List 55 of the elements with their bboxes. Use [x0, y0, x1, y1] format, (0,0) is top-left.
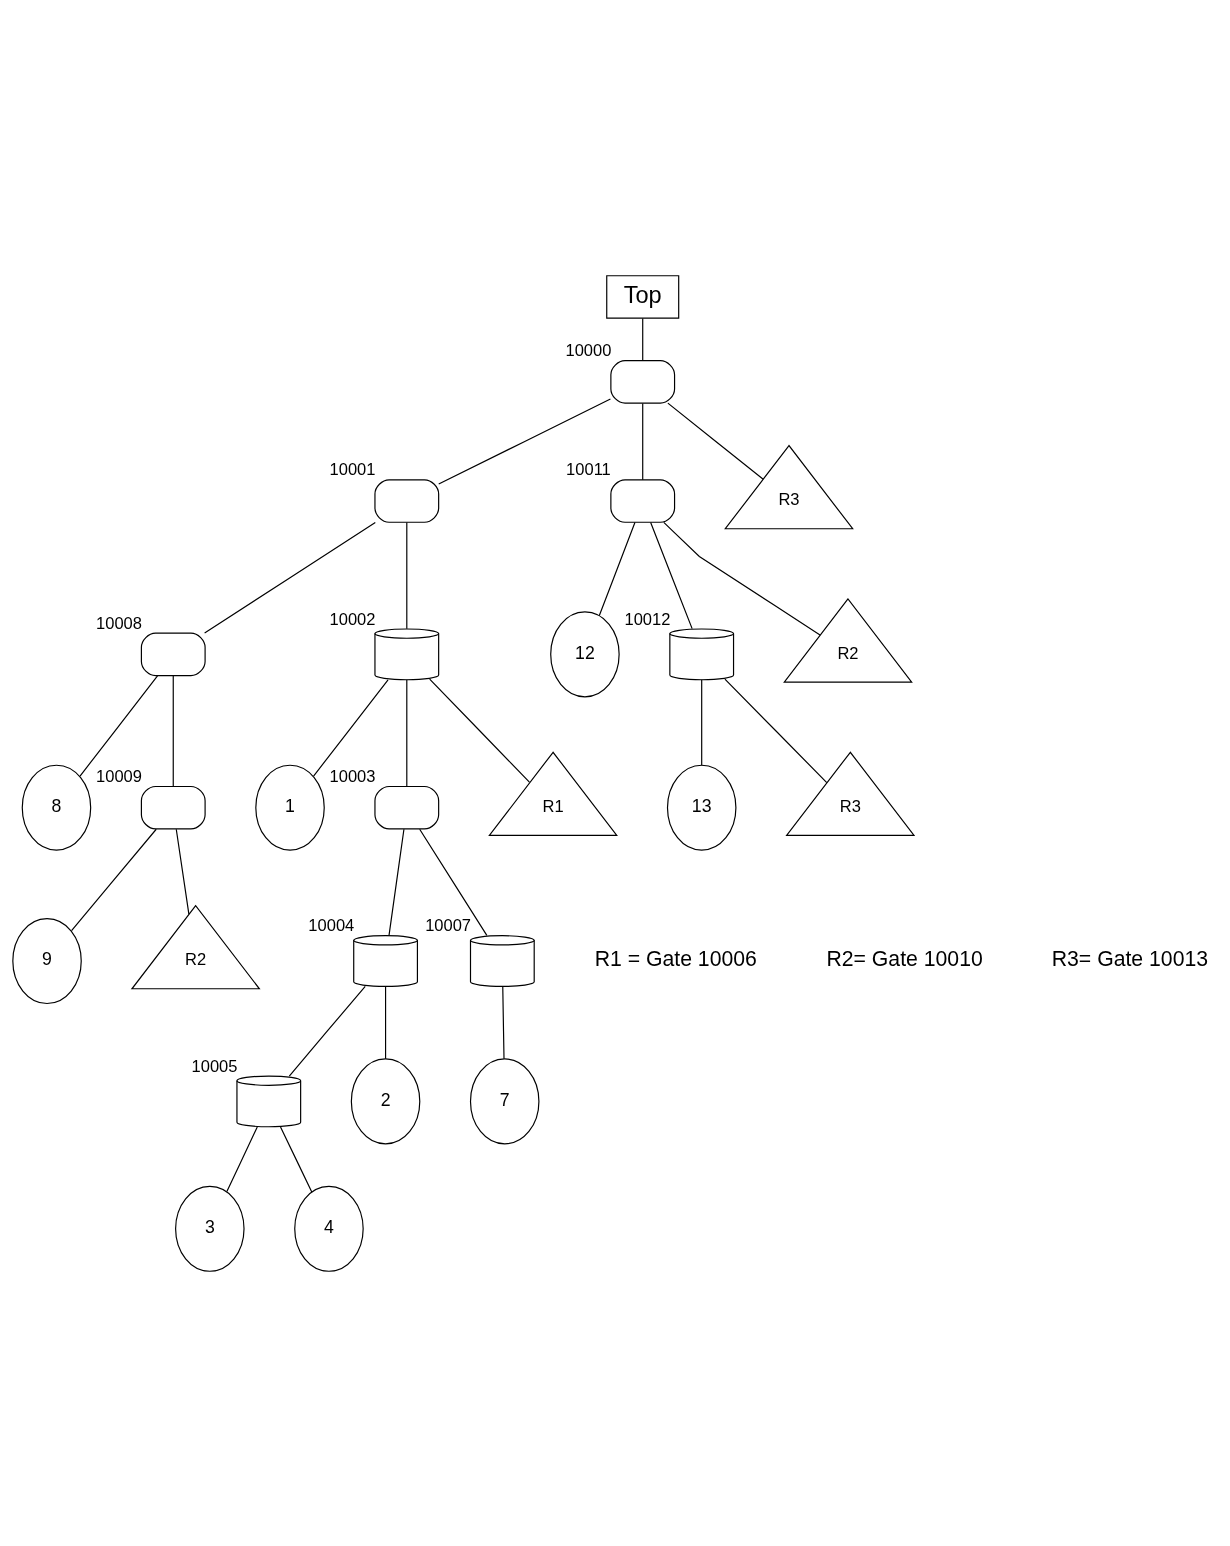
node-ellipse: 1 — [255, 764, 325, 851]
connector — [385, 985, 387, 1059]
node-ellipse: 2 — [350, 1057, 421, 1144]
connector — [204, 521, 376, 633]
connector — [502, 985, 505, 1059]
node-ellipse: 12 — [550, 610, 620, 697]
node-ellipse: 3 — [175, 1185, 245, 1272]
connector — [438, 397, 611, 485]
connector — [642, 402, 644, 480]
connector — [279, 1125, 313, 1192]
label: R2= Gate 10010 — [826, 946, 983, 970]
node-dome — [140, 785, 206, 830]
connector — [663, 521, 821, 636]
connector — [406, 678, 408, 787]
node-label: 10012 — [624, 609, 671, 628]
node-label: 10008 — [96, 613, 142, 632]
node-label: 10005 — [191, 1056, 238, 1075]
connector — [724, 678, 828, 783]
node-label: 10009 — [96, 766, 142, 785]
connector — [226, 1125, 258, 1192]
connector — [79, 674, 159, 777]
node-label: 10007 — [425, 915, 472, 934]
node-dome — [374, 478, 440, 523]
connector — [175, 828, 190, 915]
connector — [388, 828, 405, 936]
node-box: Top — [606, 274, 680, 319]
node-dome — [610, 478, 676, 523]
label: R1 = Gate 10006 — [594, 946, 757, 970]
connector — [701, 678, 703, 766]
node-label: 10002 — [329, 609, 376, 628]
node-dome — [374, 785, 440, 830]
connector — [172, 674, 174, 787]
node-ellipse: 13 — [666, 764, 737, 851]
node-label: 10001 — [329, 459, 376, 478]
node-dome — [610, 359, 676, 404]
node-ellipse: 8 — [21, 764, 92, 851]
node-label: 10003 — [329, 766, 376, 785]
connector — [667, 402, 764, 480]
node-ellipse: 7 — [469, 1057, 540, 1144]
node-ellipse: 4 — [294, 1185, 364, 1272]
label: R3= Gate 10013 — [1051, 946, 1209, 970]
node-label: 10004 — [308, 915, 355, 934]
connector — [598, 521, 636, 616]
connector — [429, 678, 530, 783]
connector — [313, 678, 389, 777]
connector — [642, 317, 644, 361]
connector — [406, 521, 408, 629]
node-dome — [140, 632, 206, 676]
node-ellipse: 9 — [12, 917, 82, 1004]
node-label: 10000 — [565, 340, 612, 359]
connector — [650, 521, 693, 629]
node-label: 10011 — [566, 459, 611, 478]
connector — [70, 828, 157, 931]
connector — [419, 828, 488, 936]
connector — [288, 985, 366, 1077]
